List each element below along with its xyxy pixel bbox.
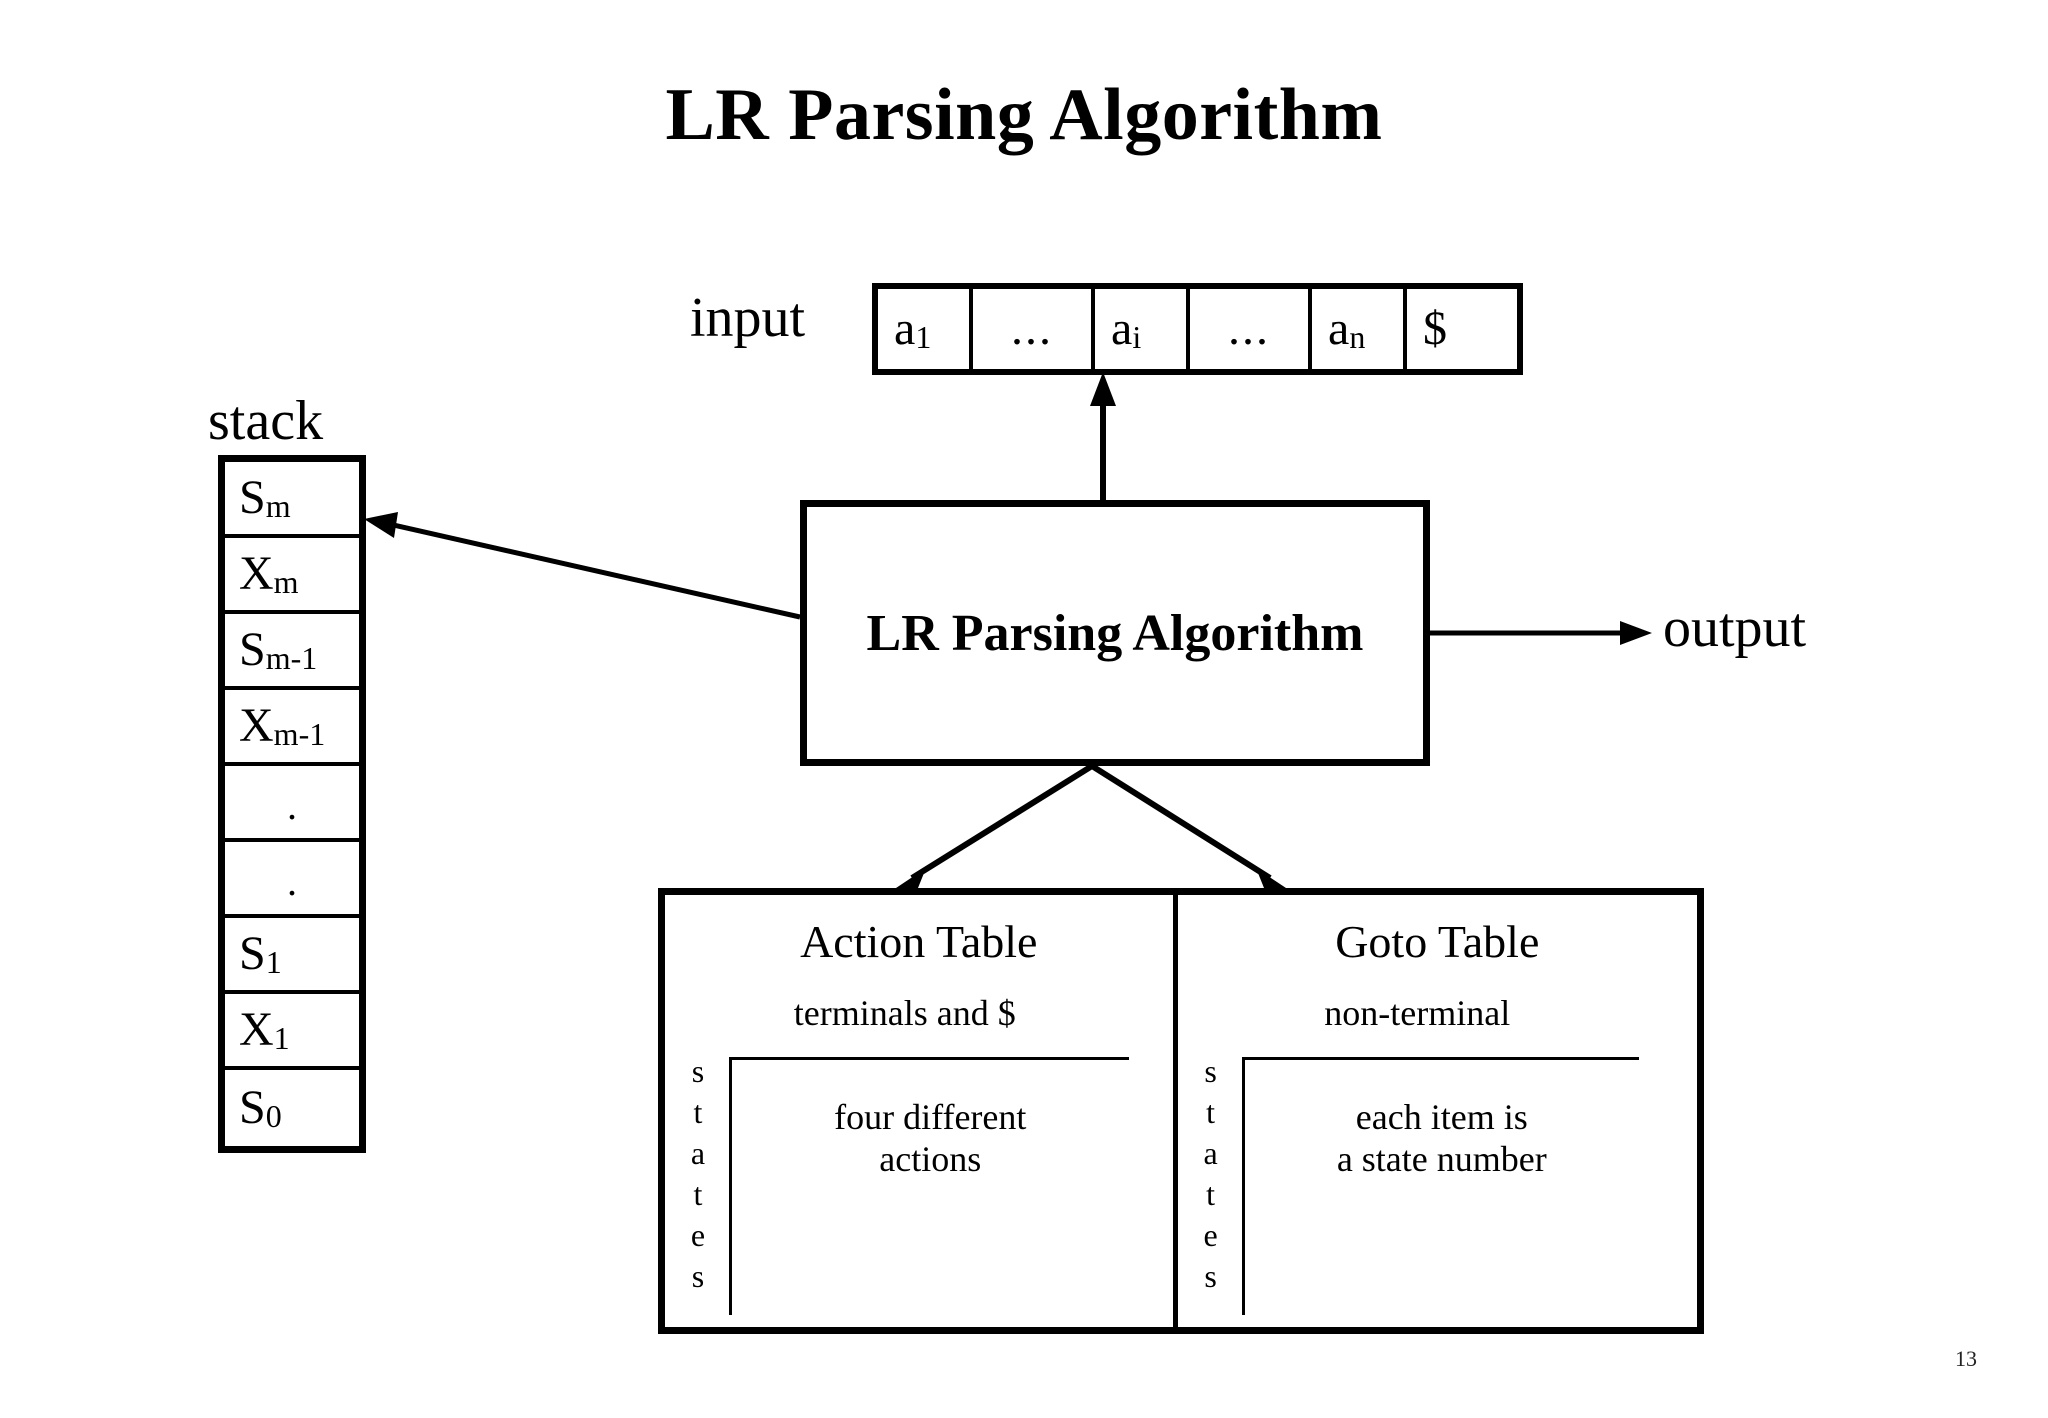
goto-table-column-header: non-terminal: [1324, 993, 1511, 1033]
stack-cell-base: S: [239, 623, 266, 676]
stack-cell-base: .: [287, 783, 297, 828]
goto-table-grid: each item is a state number: [1241, 1057, 1639, 1315]
stack-cell-base: .: [287, 859, 297, 904]
page-title: LR Parsing Algorithm: [665, 74, 1383, 156]
input-cell-subscript: i: [1132, 319, 1142, 355]
page-number: 13: [1955, 1346, 1977, 1371]
input-cell-base: a: [894, 302, 916, 355]
stack-cell: .: [225, 766, 359, 842]
input-label: input: [690, 287, 806, 349]
arrow-algorithm-to-stack: [364, 512, 801, 620]
stack-cell-subscript: m-1: [273, 716, 326, 752]
input-cell: $: [1407, 289, 1517, 369]
action-table-note: four different actions: [732, 1096, 1129, 1181]
input-cell-base: ...: [1011, 302, 1053, 355]
stack-cell-base: S: [239, 471, 266, 524]
input-cell-subscript: 1: [915, 319, 932, 355]
goto-table-title: Goto Table: [1335, 916, 1540, 967]
input-cell: ...: [973, 289, 1095, 369]
arrow-algorithm-to-action-table: [896, 763, 1094, 893]
stack-cell-subscript: 1: [265, 944, 282, 980]
stack-label: stack: [208, 390, 324, 452]
goto-table-note: each item is a state number: [1245, 1096, 1639, 1181]
input-cell-base: ...: [1228, 302, 1270, 355]
stack-cell-subscript: 0: [265, 1098, 282, 1134]
action-table-title: Action Table: [800, 916, 1038, 967]
stack-cell-base: S: [239, 1081, 266, 1134]
action-table-note-line2: actions: [879, 1139, 982, 1180]
input-cell-base: $: [1423, 302, 1447, 355]
action-table-grid: four different actions: [729, 1057, 1129, 1315]
stack-cell-base: X: [239, 1003, 274, 1056]
output-label: output: [1663, 597, 1807, 659]
input-cell: ...: [1190, 289, 1312, 369]
stack-cell-subscript: m: [273, 564, 299, 600]
input-cell-base: a: [1328, 302, 1350, 355]
stack-cell-base: S: [239, 927, 266, 980]
action-table-note-line1: four different: [834, 1097, 1027, 1137]
goto-table-note-line1: each item is: [1355, 1097, 1528, 1137]
stack-cell: .: [225, 842, 359, 918]
algorithm-box: LR Parsing Algorithm: [800, 500, 1430, 766]
stack-cell-subscript: 1: [273, 1020, 290, 1056]
arrow-algorithm-to-input: [1090, 372, 1116, 500]
input-cell-subscript: n: [1349, 319, 1366, 355]
stack-cell-base: X: [239, 699, 274, 752]
arrow-algorithm-to-goto-table: [1090, 763, 1286, 893]
action-table-column-header: terminals and $: [793, 993, 1016, 1033]
algorithm-box-label: LR Parsing Algorithm: [866, 604, 1364, 662]
stack-cell-base: X: [239, 547, 274, 600]
goto-table-note-line2: a state number: [1336, 1139, 1547, 1180]
stack-cell-subscript: m-1: [265, 640, 318, 676]
input-cell-base: a: [1111, 302, 1133, 355]
arrow-algorithm-to-output: [1430, 621, 1652, 645]
stack-cell-subscript: m: [265, 488, 291, 524]
